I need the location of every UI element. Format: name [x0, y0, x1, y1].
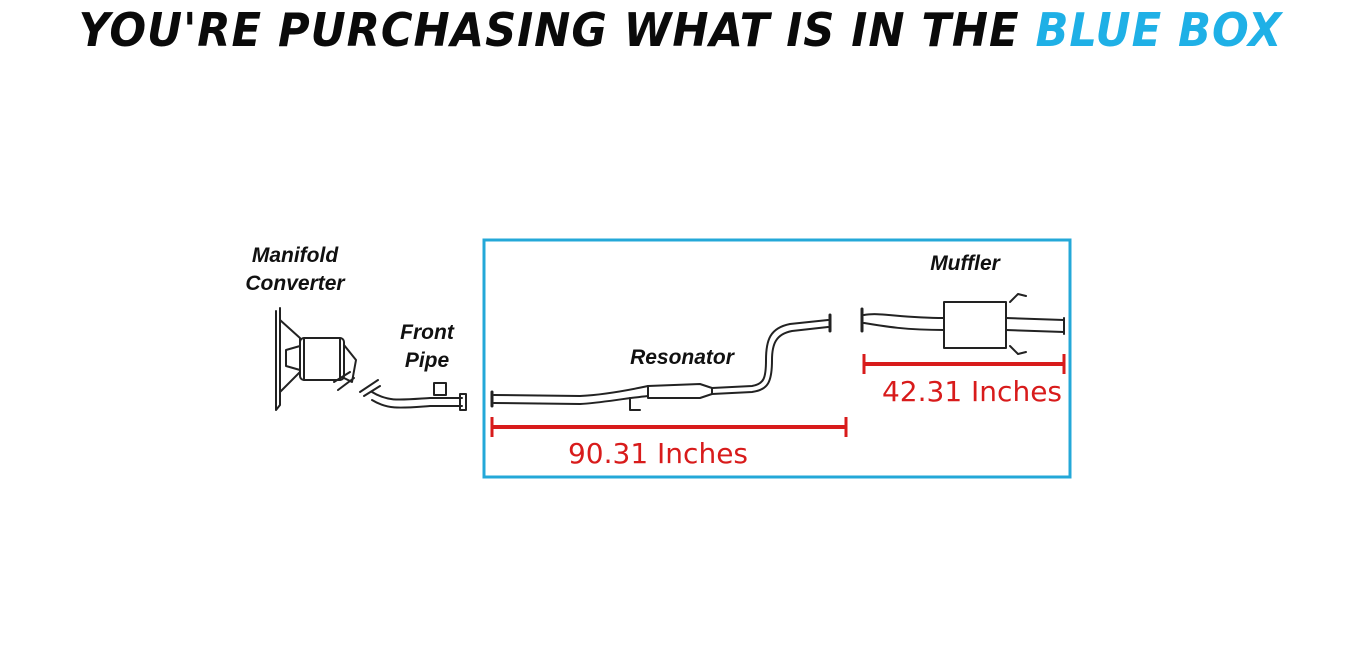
front-pipe-label-line1: Front [400, 321, 455, 344]
resonator-pipe-drawing [490, 313, 832, 411]
front-pipe-drawing [359, 379, 467, 411]
resonator-label: Resonator [630, 346, 736, 369]
front-pipe-label-line2: Pipe [405, 349, 450, 372]
headline-highlight: BLUE BOX [1035, 3, 1283, 57]
headline: YOU'RE PURCHASING WHAT IS IN THE BLUE BO… [41, 0, 1320, 60]
muffler-label: Muffler [930, 252, 1001, 275]
headline-text: YOU'RE PURCHASING WHAT IS IN THE [78, 3, 1020, 57]
manifold-label-line2: Converter [245, 272, 346, 295]
manifold-label-line1: Manifold [252, 244, 339, 267]
muffler-dimension-line [862, 354, 1066, 374]
resonator-length-text: 90.31 Inches [568, 437, 748, 470]
muffler-drawing [860, 293, 1065, 355]
manifold-converter-drawing [275, 307, 357, 411]
resonator-dimension-line [490, 417, 848, 437]
blue-box [482, 238, 1072, 479]
muffler-length-text: 42.31 Inches [882, 375, 1062, 408]
